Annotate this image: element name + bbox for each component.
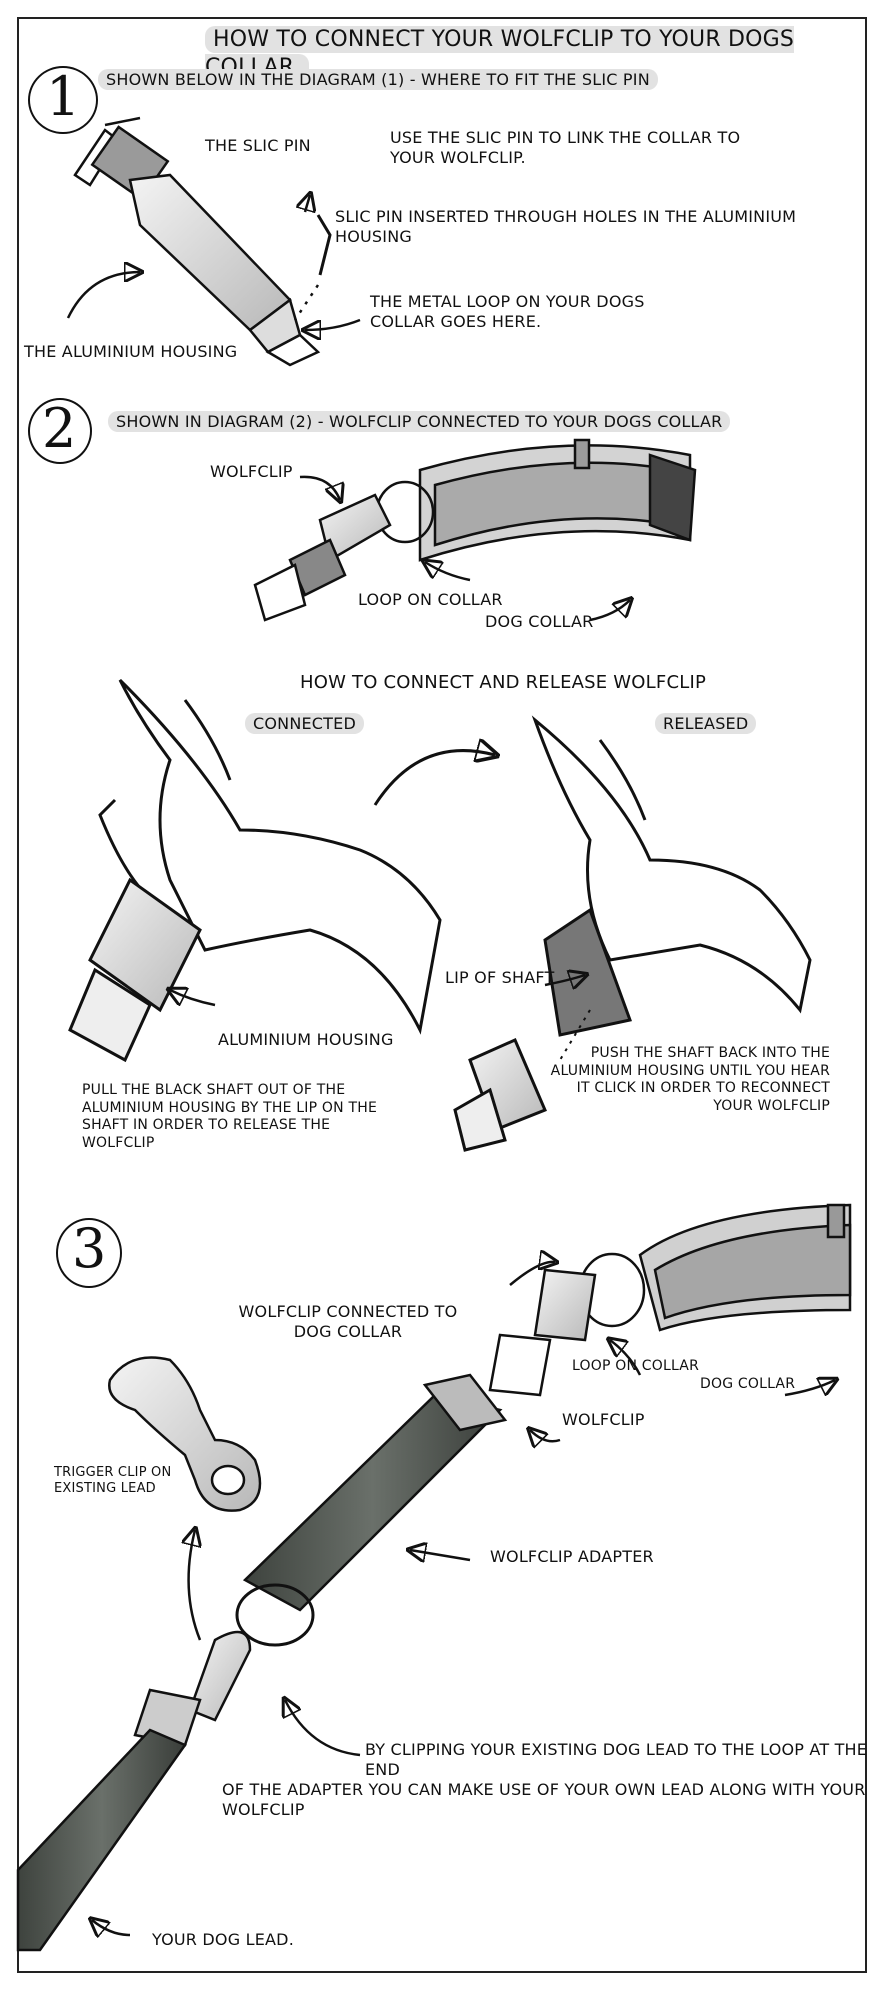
trigger-clip-drawing <box>108 1356 262 1512</box>
wolfclip-3-arrow <box>530 1430 561 1441</box>
clipping-note-line1: BY CLIPPING YOUR EXISTING DOG LEAD TO TH… <box>365 1740 868 1779</box>
trigger-up-arrow <box>189 1530 200 1641</box>
loop-on-collar-arrow <box>425 562 471 582</box>
adapter-label: WOLFCLIP ADAPTER <box>490 1547 654 1566</box>
step3-number-circle <box>56 1218 122 1288</box>
step1-number: 1 <box>46 65 81 128</box>
step1-heading: SHOWN BELOW IN THE DIAGRAM (1) - WHERE T… <box>98 69 658 90</box>
released-label: RELEASED <box>655 713 757 734</box>
adapter-arrow <box>410 1550 471 1560</box>
push-note: PUSH THE SHAFT BACK INTO THE ALUMINIUM H… <box>550 1045 830 1114</box>
step2-number: 2 <box>42 397 77 460</box>
dog-collar-label: DOG COLLAR <box>485 612 594 631</box>
aluminium-housing-arrow <box>170 990 216 1007</box>
aluminium-housing-label: THE ALUMINIUM HOUSING <box>24 342 238 361</box>
pull-note: PULL THE BLACK SHAFT OUT OF THE ALUMINIU… <box>82 1082 377 1151</box>
connected-hand-drawing <box>68 678 442 1063</box>
loop-arrow <box>305 318 361 330</box>
trigger-clip-label: TRIGGER CLIP ON EXISTING LEAD <box>54 1465 172 1497</box>
wolfclip-arrow <box>299 475 340 500</box>
lead-arrow <box>92 1920 131 1935</box>
slic-pin-note: SLIC PIN INSERTED THROUGH HOLES IN THE A… <box>335 207 797 246</box>
step1-number-circle <box>28 66 98 134</box>
step2-number-circle <box>28 398 92 464</box>
step3-collar-drawing <box>488 1203 852 1397</box>
dog-collar-3-arrow <box>784 1380 835 1397</box>
wolfclip-connected-label: WOLFCLIP CONNECTED TO DOG COLLAR <box>238 1302 458 1341</box>
clipping-arrow <box>285 1700 361 1757</box>
dog-collar-3-label: DOG COLLAR <box>700 1376 796 1392</box>
step3-number: 3 <box>72 1217 107 1280</box>
metal-loop-note: THE METAL LOOP ON YOUR DOGS COLLAR GOES … <box>370 292 645 331</box>
housing-arrow <box>66 272 140 319</box>
clipping-note-line2: OF THE ADAPTER YOU CAN MAKE USE OF YOUR … <box>222 1780 866 1819</box>
connect-to-release-arrow <box>373 751 495 806</box>
lip-of-shaft-arrow <box>544 975 585 985</box>
dog-collar-arrow <box>589 600 630 622</box>
loop-on-collar-3-arrow <box>610 1340 642 1376</box>
slic-pin-drawing <box>316 214 332 276</box>
connected-to-collar-arrow <box>509 1262 555 1286</box>
release-title: HOW TO CONNECT AND RELEASE WOLFCLIP <box>300 672 707 693</box>
step2-collar-drawing <box>253 438 697 622</box>
step1-wolfclip-drawing <box>73 116 321 367</box>
step1-instruction: USE THE SLIC PIN TO LINK THE COLLAR TO Y… <box>390 128 741 167</box>
push-dotted-line <box>559 1009 591 1061</box>
dog-lead-drawing <box>16 1630 252 1952</box>
loop-on-collar-label: LOOP ON COLLAR <box>358 590 503 609</box>
wolfclip-3-label: WOLFCLIP <box>562 1410 645 1429</box>
slic-pin-arrow <box>305 195 310 212</box>
released-hand-drawing <box>453 715 812 1152</box>
wolfclip-label: WOLFCLIP <box>210 462 293 481</box>
slic-pin-label: THE SLIC PIN <box>205 136 311 155</box>
adapter-strap-drawing <box>235 1373 508 1647</box>
dog-lead-label: YOUR DOG LEAD. <box>152 1930 294 1949</box>
step2-heading: SHOWN IN DIAGRAM (2) - WOLFCLIP CONNECTE… <box>108 411 731 432</box>
aluminium-housing-label-2: ALUMINIUM HOUSING <box>218 1030 394 1049</box>
loop-on-collar-3-label: LOOP ON COLLAR <box>572 1358 699 1374</box>
connected-label: CONNECTED <box>245 713 364 734</box>
pin-dotted-line <box>293 284 320 321</box>
lip-of-shaft-label: LIP OF SHAFT <box>445 968 555 987</box>
